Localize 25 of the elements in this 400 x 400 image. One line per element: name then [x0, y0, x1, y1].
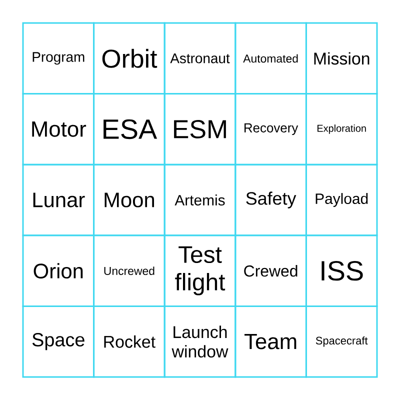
grid-cell: Launch window: [164, 305, 236, 378]
grid-cell: Artemis: [164, 164, 236, 236]
grid-cell: ESM: [164, 93, 236, 166]
grid-cell: Uncrewed: [93, 234, 166, 307]
grid-cell: Astronaut: [164, 22, 236, 95]
grid-cell: Motor: [22, 93, 95, 166]
grid-cell: Rocket: [93, 305, 166, 378]
grid-cell: Team: [234, 305, 307, 378]
grid-cell: Orbit: [93, 22, 166, 95]
grid-cell: Safety: [234, 164, 307, 236]
grid-cell: Space: [22, 305, 95, 378]
grid-cell: ISS: [305, 234, 378, 307]
grid-cell: Orion: [22, 234, 95, 307]
grid-cell: Moon: [93, 164, 166, 236]
grid-cell: Payload: [305, 164, 378, 236]
grid-cell: Recovery: [234, 93, 307, 166]
grid-cell: Exploration: [305, 93, 378, 166]
grid-cell: Program: [22, 22, 95, 95]
grid-cell: Lunar: [22, 164, 95, 236]
grid-cell: Mission: [305, 22, 378, 95]
grid-cell: Test flight: [164, 234, 236, 307]
grid-cell: ESA: [93, 93, 166, 166]
grid-cell: Crewed: [234, 234, 307, 307]
grid-cell: Automated: [234, 22, 307, 95]
grid-cell: Spacecraft: [305, 305, 378, 378]
